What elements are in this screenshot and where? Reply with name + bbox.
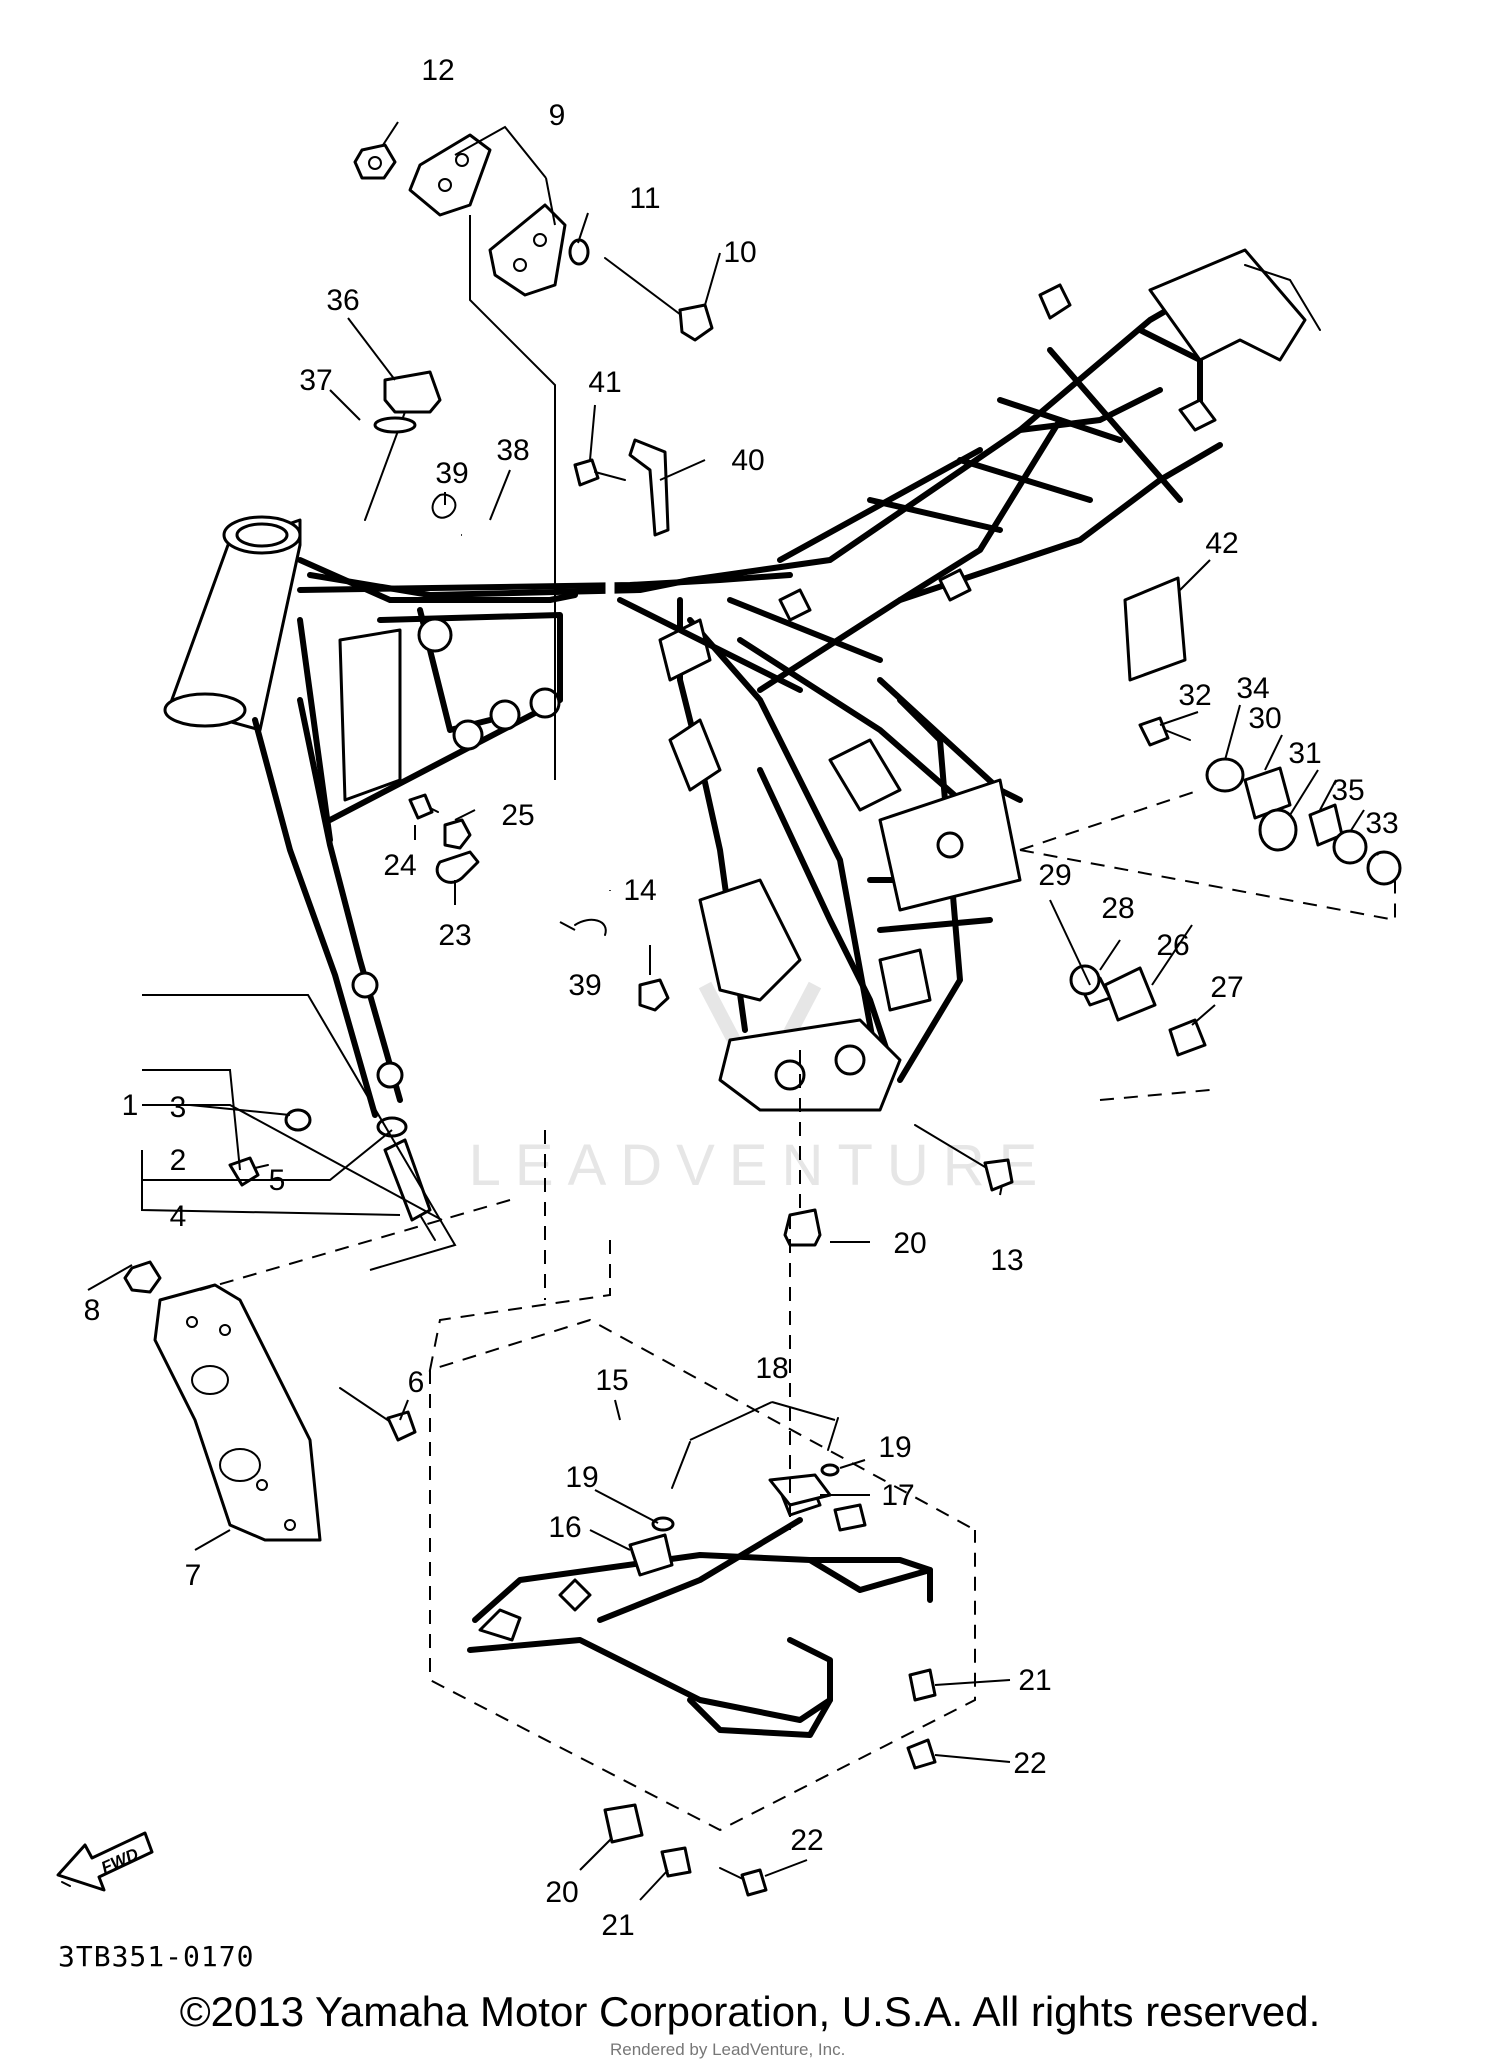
callout-12: 12 — [421, 54, 454, 87]
callout-38: 38 — [496, 434, 529, 467]
callout-36: 36 — [326, 284, 359, 317]
callout-7: 7 — [185, 1559, 202, 1592]
callout-29: 29 — [1038, 859, 1071, 892]
callout-28: 28 — [1101, 892, 1134, 925]
leadventure-watermark: LEADVENTURE — [469, 981, 1052, 1198]
washer-11 — [568, 238, 590, 266]
callout-40: 40 — [731, 444, 764, 477]
collar-21-lower — [660, 1846, 692, 1878]
callout-3: 3 — [170, 1091, 187, 1124]
callout-33: 33 — [1365, 807, 1398, 840]
callout-39-upper: 39 — [435, 457, 468, 490]
callout-20-upper: 20 — [893, 1227, 926, 1260]
nut-14 — [638, 978, 670, 1012]
callout-26: 26 — [1156, 929, 1189, 962]
watermark-text: LEADVENTURE — [469, 1133, 1052, 1198]
callout-21-lower: 21 — [601, 1909, 634, 1942]
clamp-23 — [435, 850, 480, 884]
callout-23: 23 — [438, 919, 471, 952]
bolt-10 — [604, 257, 714, 342]
callout-16: 16 — [548, 1511, 581, 1544]
clip-39-lower — [574, 918, 607, 936]
callout-32: 32 — [1178, 679, 1211, 712]
callout-17: 17 — [881, 1479, 914, 1512]
callout-19-left: 19 — [565, 1461, 598, 1494]
callout-30: 30 — [1248, 702, 1281, 735]
callout-34: 34 — [1236, 672, 1269, 705]
collar-21-right — [908, 1668, 937, 1702]
callout-22-right: 22 — [1013, 1747, 1046, 1780]
pin-18 — [671, 1417, 839, 1489]
callout-1: 1 — [122, 1089, 139, 1122]
nut-12 — [353, 143, 397, 180]
front-mount-kit — [228, 1108, 436, 1241]
callout-6: 6 — [408, 1366, 425, 1399]
callout-14: 14 — [623, 874, 656, 907]
nut-25 — [443, 818, 472, 850]
damper-20-lower — [603, 1803, 644, 1844]
callout-25: 25 — [501, 799, 534, 832]
callout-numbers: 1 2 3 4 5 6 7 8 9 10 11 12 13 14 15 16 1… — [84, 54, 1399, 1942]
rear-mount-kit — [1069, 716, 1402, 1057]
engine-mount-bracket — [408, 133, 567, 297]
catalog-code: 3TB351-0170 — [58, 1940, 255, 1973]
callout-24: 24 — [383, 849, 416, 882]
leader-lines — [87, 121, 1396, 1901]
damper-20-upper — [783, 1208, 822, 1247]
rendered-by-text: Rendered by LeadVenture, Inc. — [610, 2040, 846, 2059]
callout-21-right: 21 — [1018, 1664, 1051, 1697]
callout-4: 4 — [170, 1200, 187, 1233]
callout-5: 5 — [269, 1164, 286, 1197]
hose-38-inner — [461, 530, 615, 890]
bracket-17 — [768, 1473, 832, 1507]
callout-35: 35 — [1331, 774, 1364, 807]
bolt-22-lower — [719, 1867, 768, 1897]
bolt-13 — [914, 1124, 1014, 1192]
reflector-42 — [1123, 576, 1187, 682]
copyright-notice: ©2013 Yamaha Motor Corporation, U.S.A. A… — [179, 1988, 1321, 2035]
bolt-22-right — [906, 1738, 937, 1770]
callout-9: 9 — [549, 99, 566, 132]
bolt-24 — [408, 793, 439, 820]
main-frame — [163, 248, 1321, 1118]
callout-13: 13 — [990, 1244, 1023, 1277]
callout-20-lower: 20 — [545, 1876, 578, 1909]
nut-16 — [628, 1533, 674, 1577]
bolt-6 — [339, 1387, 417, 1442]
engine-plate-7 — [153, 1283, 322, 1542]
callout-22-lower: 22 — [790, 1824, 823, 1857]
callout-15: 15 — [595, 1364, 628, 1397]
callout-19-right: 19 — [878, 1431, 911, 1464]
fwd-arrow-icon: FWD — [56, 1831, 154, 1892]
callout-42: 42 — [1205, 527, 1238, 560]
nut-8 — [123, 1260, 162, 1294]
washer-19b — [820, 1463, 840, 1477]
callout-31: 31 — [1288, 737, 1321, 770]
callout-41: 41 — [588, 366, 621, 399]
callout-39-lower: 39 — [568, 969, 601, 1002]
callout-2: 2 — [170, 1144, 187, 1177]
bracket-40 — [628, 438, 670, 537]
clip-39-upper — [431, 493, 457, 519]
washer-19a — [651, 1516, 675, 1532]
callout-8: 8 — [84, 1294, 101, 1327]
callout-18: 18 — [755, 1352, 788, 1385]
under-guard — [467, 1478, 933, 1738]
callout-11: 11 — [629, 182, 660, 215]
callout-27: 27 — [1210, 971, 1243, 1004]
callout-10: 10 — [723, 236, 756, 269]
bolt-41 — [573, 458, 626, 487]
oil-cap-36 — [364, 370, 442, 521]
callout-37: 37 — [299, 364, 332, 397]
